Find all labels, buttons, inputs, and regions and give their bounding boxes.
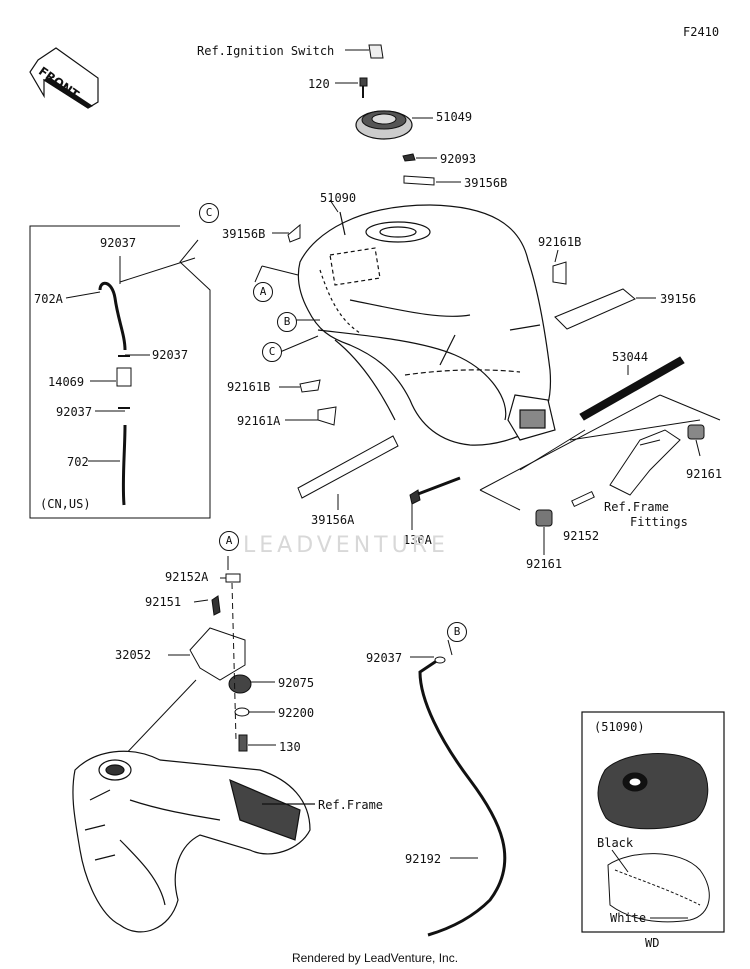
label-39156B-left: 39156B xyxy=(222,227,266,241)
page-code: F2410 xyxy=(683,25,720,39)
label-92151: 92151 xyxy=(145,595,182,609)
label-120: 120 xyxy=(308,77,330,91)
footer-credit: Rendered by LeadVenture, Inc. xyxy=(291,951,459,965)
frame-fitting-part xyxy=(609,429,681,496)
gasket-92093-part xyxy=(402,153,437,162)
bolt-120-part xyxy=(335,77,368,98)
label-box-702A: 702A xyxy=(34,292,63,306)
collar-92152-part xyxy=(571,490,595,508)
label-92037-b: 92037 xyxy=(366,651,403,665)
label-ref-frame-fittings-1: Ref.Frame xyxy=(604,500,670,514)
label-92161-right: 92161 xyxy=(686,467,723,481)
ignition-switch-part xyxy=(345,44,384,59)
label-51049: 51049 xyxy=(436,110,473,124)
label-130: 130 xyxy=(279,740,301,754)
pad-92161B-right xyxy=(552,249,567,285)
label-box-14069: 14069 xyxy=(48,375,85,389)
frame-part xyxy=(72,750,315,933)
label-39156A: 39156A xyxy=(311,513,355,527)
fuel-cap-part xyxy=(355,110,433,140)
label-inset-wd: WD xyxy=(645,936,660,950)
label-92161B-right: 92161B xyxy=(538,235,582,249)
label-92093: 92093 xyxy=(440,152,477,166)
label-ref-frame: Ref.Frame xyxy=(318,798,384,812)
label-box-702: 702 xyxy=(67,455,89,469)
hose-92192-part xyxy=(410,639,507,937)
label-inset-white: White xyxy=(610,911,647,925)
label-92152: 92152 xyxy=(563,529,600,543)
label-92192: 92192 xyxy=(405,852,442,866)
label-box-92037-top: 92037 xyxy=(100,236,137,250)
inset-box xyxy=(581,711,725,933)
strip-39156B-top xyxy=(403,175,461,186)
label-92161B-left: 92161B xyxy=(227,380,271,394)
callout-b-tank: B xyxy=(277,312,297,332)
label-39156: 39156 xyxy=(660,292,697,306)
label-92152A: 92152A xyxy=(165,570,209,584)
callout-c-tank: C xyxy=(262,342,282,362)
label-39156B-top: 39156B xyxy=(464,176,508,190)
front-arrow-icon xyxy=(29,47,99,109)
label-92161A: 92161A xyxy=(237,414,281,428)
strip-39156A xyxy=(297,435,399,510)
pad-39156B-left xyxy=(272,223,301,243)
bracket-32052-part xyxy=(119,556,276,761)
fuel-tank-part xyxy=(297,204,556,446)
grommet-92161-right xyxy=(687,424,705,457)
label-box-cn-us: (CN,US) xyxy=(40,497,91,511)
strip-53044 xyxy=(579,356,685,421)
label-ref-ignition-switch: Ref.Ignition Switch xyxy=(197,44,335,58)
bolt-130A-part xyxy=(409,476,461,530)
label-box-92037-mid: 92037 xyxy=(152,348,189,362)
grommet-92161-bottom xyxy=(535,509,553,555)
label-92075: 92075 xyxy=(278,676,315,690)
label-51090: 51090 xyxy=(320,191,357,205)
callout-b-hose: B xyxy=(447,622,467,642)
label-130A: 130A xyxy=(403,533,432,547)
strip-39156-right xyxy=(554,288,656,330)
label-ref-frame-fittings-2: Fittings xyxy=(630,515,688,529)
label-92200: 92200 xyxy=(278,706,315,720)
callout-a-bracket: A xyxy=(219,531,239,551)
label-box-92037-low: 92037 xyxy=(56,405,93,419)
watermark: LEADVENTURE xyxy=(243,533,449,558)
callout-c-top: C xyxy=(199,203,219,223)
label-53044: 53044 xyxy=(612,350,649,364)
label-32052: 32052 xyxy=(115,648,152,662)
callout-a-tank: A xyxy=(253,282,273,302)
label-92161-bottom: 92161 xyxy=(526,557,563,571)
leader-lines xyxy=(254,199,721,511)
label-inset-black: Black xyxy=(597,836,634,850)
pad-92161A xyxy=(285,406,337,426)
hose-detail-box xyxy=(29,225,211,519)
label-inset-title: (51090) xyxy=(594,720,645,734)
pad-92161B-left xyxy=(279,379,321,393)
